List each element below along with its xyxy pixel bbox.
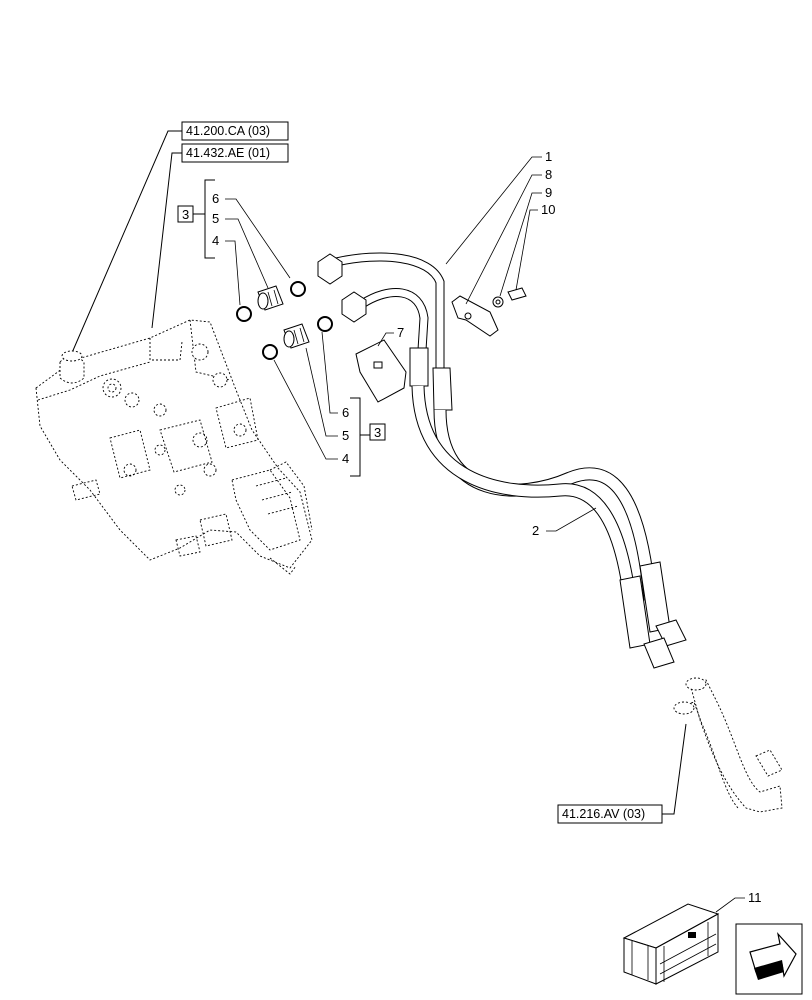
- kit-crate-icon: [622, 903, 720, 985]
- o-ring-icon: [236, 306, 252, 322]
- o-ring-icon: [317, 316, 333, 332]
- clamp-bracket-8: [451, 295, 499, 337]
- reference-label: 41.432.AE (01): [186, 146, 270, 160]
- leader-line: [151, 152, 182, 329]
- callout-number: 6: [212, 191, 219, 206]
- callout-group-3-top: 3 6 5 4: [177, 179, 291, 306]
- washer-9: [492, 296, 504, 308]
- o-ring-icon: [290, 281, 306, 297]
- leader-line: [67, 130, 182, 363]
- adapter-fitting-icon: [257, 285, 284, 311]
- adapter-fitting-icon: [283, 323, 310, 349]
- callout-number: 3: [182, 207, 189, 222]
- callout-number-10: 10: [541, 202, 555, 217]
- reference-label: 41.216.AV (03): [562, 807, 645, 821]
- hydraulic-pipe-1: [317, 252, 453, 411]
- callout-number-1: 1: [545, 149, 552, 164]
- reference-box-41-432-ae[interactable]: 41.432.AE (01): [181, 143, 289, 163]
- callout-number: 4: [342, 451, 349, 466]
- callout-number-7: 7: [397, 325, 404, 340]
- callout-number-2: 2: [532, 523, 539, 538]
- o-ring-icon: [262, 344, 278, 360]
- callout-number-8: 8: [545, 167, 552, 182]
- hydraulic-hose-2: [411, 385, 687, 669]
- callout-number: 5: [342, 428, 349, 443]
- callout-number-9: 9: [545, 185, 552, 200]
- callout-number-11: 11: [748, 890, 762, 905]
- bolt-10: [507, 287, 527, 301]
- callout-number: 4: [212, 233, 219, 248]
- callout-box-3[interactable]: [369, 423, 386, 441]
- reference-box-41-200-ca[interactable]: 41.200.CA (03): [181, 121, 289, 141]
- callout-number: 6: [342, 405, 349, 420]
- lower-connection-assembly: [673, 677, 783, 813]
- callout-group-3-bottom: 6 5 4 3: [273, 331, 386, 477]
- pad-7: [355, 339, 407, 403]
- reference-box-41-216-av[interactable]: 41.216.AV (03): [557, 804, 663, 824]
- callout-number: 5: [212, 211, 219, 226]
- reference-label: 41.200.CA (03): [186, 124, 270, 138]
- control-valve-assembly: [35, 319, 313, 575]
- next-page-arrow-icon[interactable]: [735, 923, 803, 995]
- callout-number: 3: [374, 425, 381, 440]
